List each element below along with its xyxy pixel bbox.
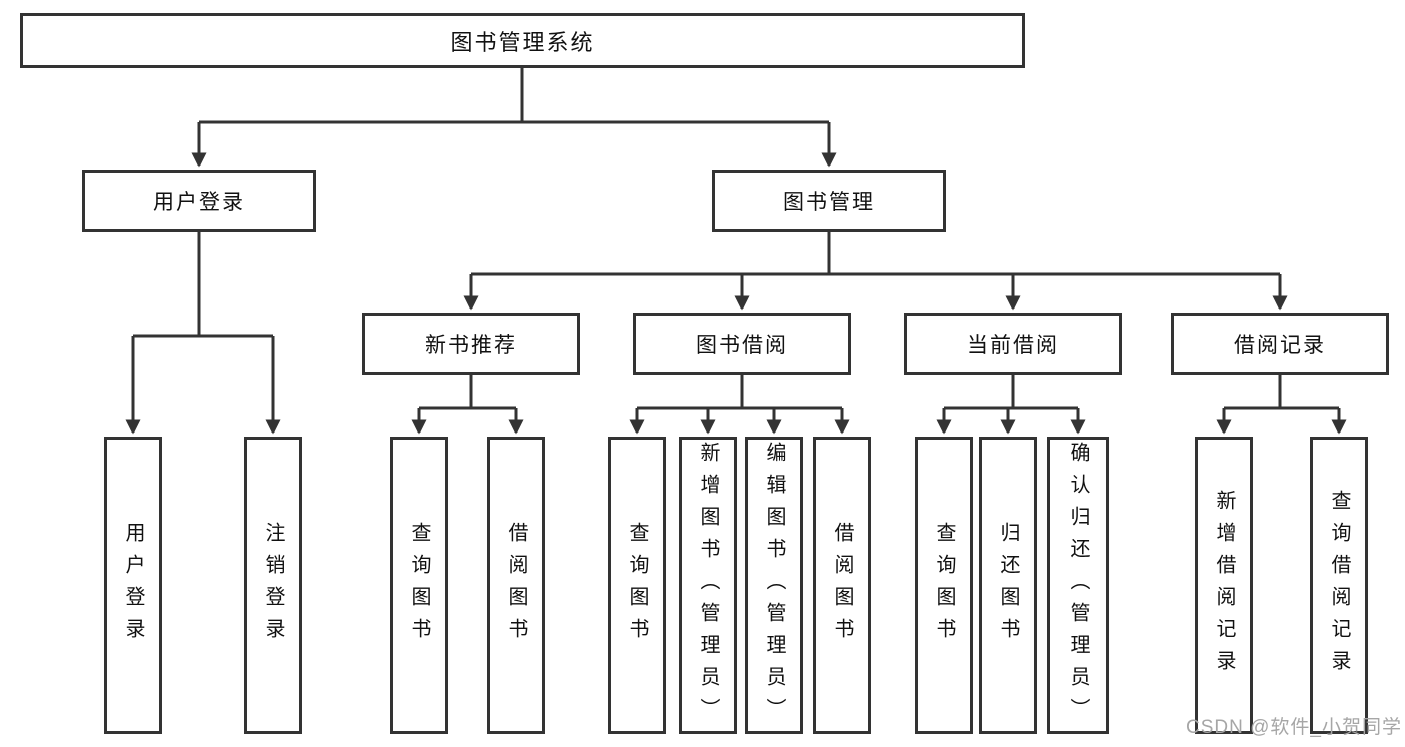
node-label: 查询图书 <box>408 521 430 650</box>
node-label: 查询图书 <box>626 521 648 650</box>
leaf-query-book-2: 查询图书 <box>608 437 666 734</box>
connector-current-borrow <box>944 375 1078 410</box>
connector-new-book <box>419 375 516 410</box>
leaf-edit-book-admin: 编辑图书（管理员） <box>745 437 803 734</box>
connector-borrow-record <box>1224 375 1339 410</box>
node-label: 查询借阅记录 <box>1328 489 1350 682</box>
node-label: 当前借阅 <box>967 334 1059 357</box>
node-book-borrow: 图书借阅 <box>633 313 851 375</box>
node-label: 用户登录 <box>153 191 245 214</box>
leaf-query-book-1: 查询图书 <box>390 437 448 734</box>
node-label: 新增图书（管理员） <box>697 441 719 730</box>
connector-book-management <box>471 232 1280 276</box>
node-label: 借阅记录 <box>1234 334 1326 357</box>
connector-book-borrow <box>637 375 842 410</box>
connector-root <box>199 68 829 124</box>
node-label: 图书管理系统 <box>450 29 595 55</box>
node-label: 图书借阅 <box>696 334 788 357</box>
node-root-library-system: 图书管理系统 <box>20 13 1025 68</box>
node-label: 借阅图书 <box>831 521 853 650</box>
node-label: 用户登录 <box>122 521 144 650</box>
connector-user-login <box>133 232 273 338</box>
node-label: 注销登录 <box>262 521 284 650</box>
leaf-return-book: 归还图书 <box>979 437 1037 734</box>
leaf-confirm-return-admin: 确认归还（管理员） <box>1047 437 1109 734</box>
leaf-add-book-admin: 新增图书（管理员） <box>679 437 737 734</box>
node-user-login: 用户登录 <box>82 170 316 232</box>
node-borrow-record: 借阅记录 <box>1171 313 1389 375</box>
node-current-borrow: 当前借阅 <box>904 313 1122 375</box>
node-label: 新书推荐 <box>425 334 517 357</box>
leaf-borrow-book-1: 借阅图书 <box>487 437 545 734</box>
leaf-logout: 注销登录 <box>244 437 302 734</box>
leaf-user-login: 用户登录 <box>104 437 162 734</box>
node-label: 编辑图书（管理员） <box>763 441 785 730</box>
node-label: 确认归还（管理员） <box>1067 441 1089 730</box>
leaf-borrow-book-2: 借阅图书 <box>813 437 871 734</box>
node-new-book-recommend: 新书推荐 <box>362 313 580 375</box>
watermark: CSDN @软件_小贺同学 <box>1186 717 1402 738</box>
leaf-query-book-3: 查询图书 <box>915 437 973 734</box>
leaf-query-borrow-record: 查询借阅记录 <box>1310 437 1368 734</box>
node-label: 查询图书 <box>933 521 955 650</box>
node-label: 新增借阅记录 <box>1213 489 1235 682</box>
node-book-management: 图书管理 <box>712 170 946 232</box>
node-label: 借阅图书 <box>505 521 527 650</box>
node-label: 归还图书 <box>997 521 1019 650</box>
leaf-add-borrow-record: 新增借阅记录 <box>1195 437 1253 734</box>
node-label: 图书管理 <box>783 191 875 214</box>
